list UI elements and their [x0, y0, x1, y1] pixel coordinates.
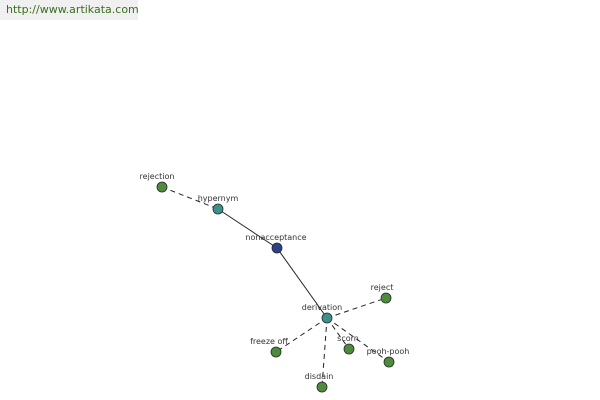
edge-derivation-scorn — [326, 317, 350, 350]
node-hypernym[interactable] — [212, 203, 224, 215]
node-freeze-off[interactable] — [270, 346, 282, 358]
node-label-pooh-pooh[interactable]: pooh-pooh — [367, 347, 410, 356]
node-label-scorn[interactable]: scorn — [337, 334, 359, 343]
node-rejection[interactable] — [156, 181, 168, 193]
source-url-bar: http://www.artikata.com — [0, 0, 139, 20]
edge-rejection-hypernym — [161, 186, 219, 210]
node-pooh-pooh[interactable] — [383, 356, 395, 368]
edge-derivation-pooh-pooh — [326, 317, 390, 363]
node-label-disdain[interactable]: disdain — [305, 372, 334, 381]
edge-hypernym-nonacceptance — [217, 208, 278, 249]
node-nonacceptance[interactable] — [271, 242, 283, 254]
node-derivation[interactable] — [321, 312, 333, 324]
edge-derivation-disdain — [321, 317, 328, 388]
edge-derivation-reject — [326, 297, 387, 319]
node-scorn[interactable] — [343, 343, 355, 355]
node-label-rejection[interactable]: rejection — [140, 172, 175, 181]
edge-derivation-freeze-off — [275, 317, 328, 353]
graph-labels: rejection hypernym nonacceptance derivation… — [140, 172, 410, 381]
node-reject[interactable] — [380, 292, 392, 304]
node-label-nonacceptance[interactable]: nonacceptance — [245, 233, 306, 242]
node-label-freeze-off[interactable]: freeze off — [250, 337, 288, 346]
node-label-derivation[interactable]: derivation — [302, 303, 342, 312]
graph-edges — [161, 186, 390, 388]
node-disdain[interactable] — [316, 381, 328, 393]
node-label-hypernym[interactable]: hypernym — [198, 194, 239, 203]
source-url-link[interactable]: http://www.artikata.com — [6, 3, 139, 16]
edge-nonacceptance-derivation — [276, 247, 328, 319]
node-label-reject[interactable]: reject — [371, 283, 394, 292]
graph-nodes — [156, 181, 395, 393]
